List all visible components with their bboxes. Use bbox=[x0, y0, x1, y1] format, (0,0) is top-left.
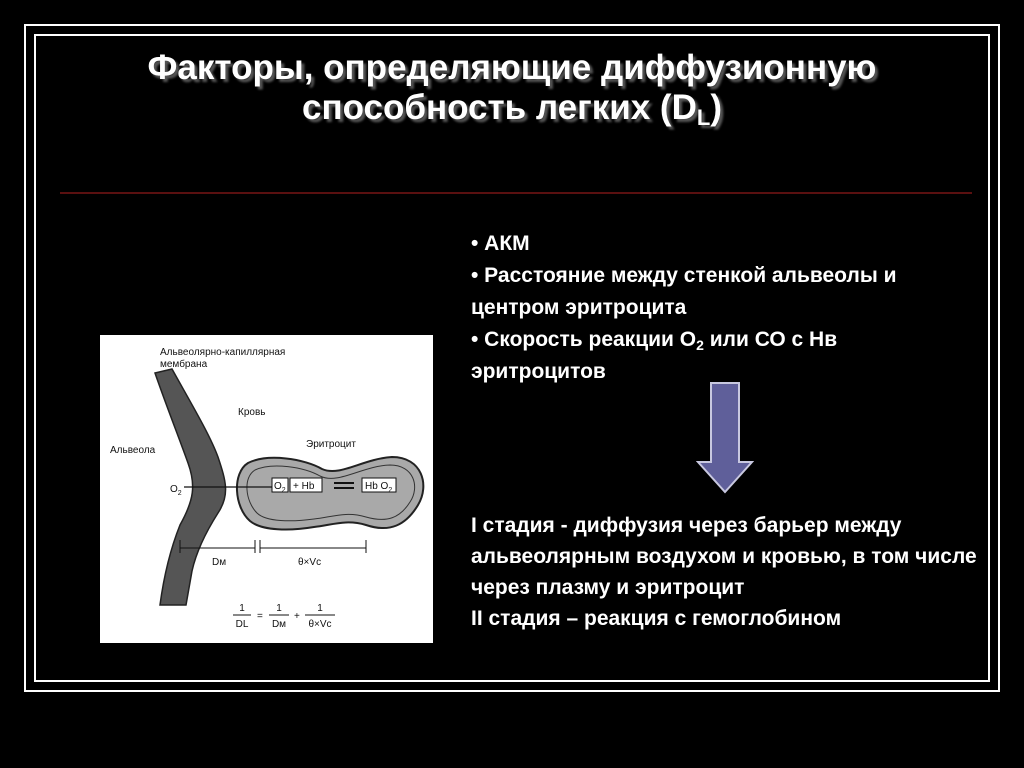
diffusion-diagram: Альвеолярно-капиллярная мембрана Кровь А… bbox=[100, 335, 433, 643]
label-membrane-1: Альвеолярно-капиллярная bbox=[160, 347, 285, 358]
slide-frame-inner bbox=[34, 34, 990, 682]
label-membrane-2: мембрана bbox=[160, 358, 208, 370]
reaction-hbo2: Hb O2 bbox=[365, 481, 392, 494]
title-line-2: способность легких (D bbox=[302, 88, 697, 127]
reaction-rate-subscript: 2 bbox=[696, 337, 704, 353]
diagram-svg: Альвеолярно-капиллярная мембрана Кровь А… bbox=[110, 347, 425, 630]
reaction-o2-box bbox=[271, 477, 289, 493]
title-divider bbox=[60, 192, 972, 194]
slide-title: Факторы, определяющие диффузионную спосо… bbox=[40, 48, 984, 130]
factors-list: • АКМ • Расстояние между стенкой альвеол… bbox=[471, 228, 971, 388]
label-dm: Dм bbox=[212, 557, 226, 568]
erythrocyte-shape bbox=[235, 455, 425, 531]
factor-item-akm: • АКМ bbox=[471, 232, 530, 255]
title-subscript: L bbox=[696, 105, 711, 130]
reaction-rate-prefix: • Скорость реакции О bbox=[471, 328, 697, 351]
reaction-hb-box bbox=[289, 477, 323, 493]
stage-1: I стадия - диффузия через барьер между а… bbox=[471, 514, 977, 599]
membrane-shape bbox=[154, 368, 227, 606]
label-erythrocyte: Эритроцит bbox=[306, 439, 356, 450]
stage-2: II стадия – реакция с гемоглобином bbox=[471, 607, 842, 630]
eq-lhs-den: DL bbox=[236, 619, 249, 630]
reaction-plus-hb: + Hb bbox=[293, 481, 315, 492]
erythrocyte-inner bbox=[246, 464, 416, 522]
label-blood: Кровь bbox=[238, 407, 265, 418]
title-line-1: Факторы, определяющие диффузионную bbox=[147, 48, 877, 87]
eq-term1-num: 1 bbox=[276, 603, 282, 614]
eq-equals: = bbox=[257, 611, 263, 622]
eq-lhs-num: 1 bbox=[239, 603, 245, 614]
slide-frame-outer bbox=[24, 24, 1000, 692]
factor-item-reaction-rate: • Скорость реакции О2 или СО с Нв эритро… bbox=[471, 324, 971, 388]
reaction-hbo2-box bbox=[361, 477, 397, 493]
reaction-rate-suffix: или СО с Нв эритроцитов bbox=[471, 328, 838, 383]
arrow-down-icon bbox=[696, 382, 754, 494]
title-close-paren: ) bbox=[710, 88, 722, 127]
label-o2: O2 bbox=[170, 484, 182, 497]
eq-term1-den: Dм bbox=[272, 619, 286, 630]
stages-text: I стадия - диффузия через барьер между а… bbox=[471, 510, 981, 634]
label-alveola: Альвеола bbox=[110, 445, 156, 456]
label-theta-vc: θ×Vc bbox=[298, 557, 321, 568]
factor-item-distance: • Расстояние между стенкой альвеолы и це… bbox=[471, 264, 897, 319]
eq-plus: + bbox=[294, 611, 300, 622]
eq-term2-den: θ×Vc bbox=[308, 619, 331, 630]
eq-term2-num: 1 bbox=[317, 603, 323, 614]
reaction-o2: O2 bbox=[274, 481, 286, 494]
